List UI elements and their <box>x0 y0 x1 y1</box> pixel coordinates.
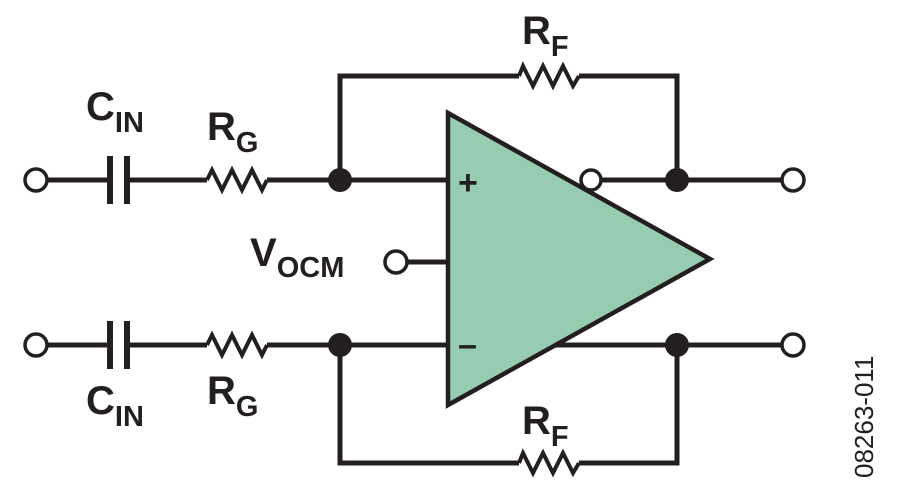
rf-top-label: RF <box>522 9 569 63</box>
cin-top-label: CIN <box>86 85 144 139</box>
junction-dot-top-input <box>328 168 352 192</box>
junction-dot-top-output <box>665 168 689 192</box>
amplifier-triangle <box>445 109 715 409</box>
vocm-terminal <box>383 249 409 275</box>
bottom-input-terminal <box>23 332 49 358</box>
bottom-output-terminal <box>780 332 806 358</box>
bottom-feedback-wire-left <box>337 345 519 466</box>
rg-top-label: RG <box>207 105 258 159</box>
inverted-output-bubble <box>579 168 603 192</box>
bottom-feedback-wire-right <box>579 345 680 466</box>
top-input-capacitor <box>107 156 130 204</box>
cin-bottom-label: CIN <box>86 379 144 433</box>
junction-dot-bottom-output <box>665 333 689 357</box>
figure-id: 08263-011 <box>849 356 879 478</box>
top-feedback-wire-left <box>337 73 519 180</box>
rf-bottom-label: RF <box>522 399 569 453</box>
inverting-input-sign: – <box>458 326 477 364</box>
top-output-terminal <box>780 167 806 193</box>
bottom-input-capacitor <box>107 321 130 369</box>
top-feedback-wire-right <box>579 73 680 180</box>
bottom-feedback-resistor <box>517 448 581 478</box>
rg-bottom-label: RG <box>207 369 258 423</box>
top-feedback-resistor <box>517 61 581 91</box>
noninverting-input-sign: + <box>458 164 478 202</box>
junction-dot-bottom-input <box>328 333 352 357</box>
bottom-gain-resistor <box>205 330 269 360</box>
vocm-label: VOCM <box>250 231 344 284</box>
top-input-terminal <box>23 167 49 193</box>
top-gain-resistor <box>205 165 269 195</box>
